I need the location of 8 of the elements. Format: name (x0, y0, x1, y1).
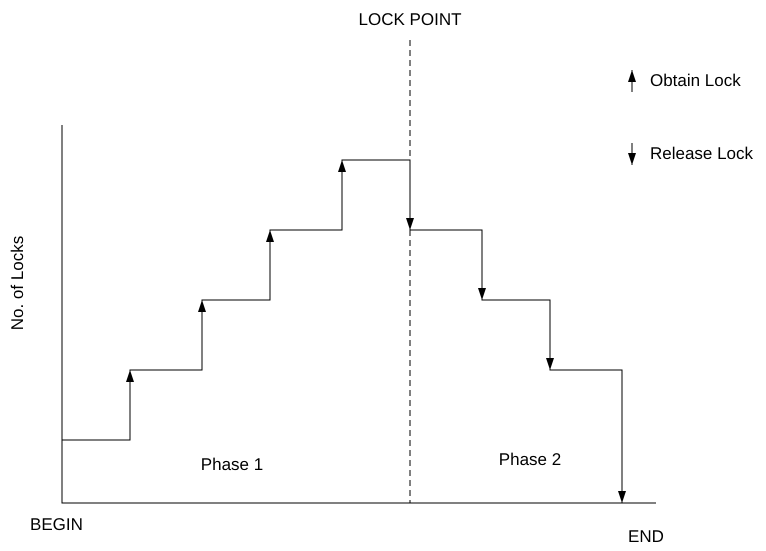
begin-label: BEGIN (30, 515, 83, 536)
lock-point-label: LOCK POINT (358, 10, 462, 30)
end-label: END (628, 527, 664, 548)
axis-label: No. of Locks (8, 236, 28, 330)
legend-label: Release Lock (650, 144, 754, 164)
phase-label: Phase 1 (200, 455, 264, 476)
legend-label: Obtain Lock (650, 71, 741, 92)
phase-label: Phase 2 (498, 450, 562, 470)
